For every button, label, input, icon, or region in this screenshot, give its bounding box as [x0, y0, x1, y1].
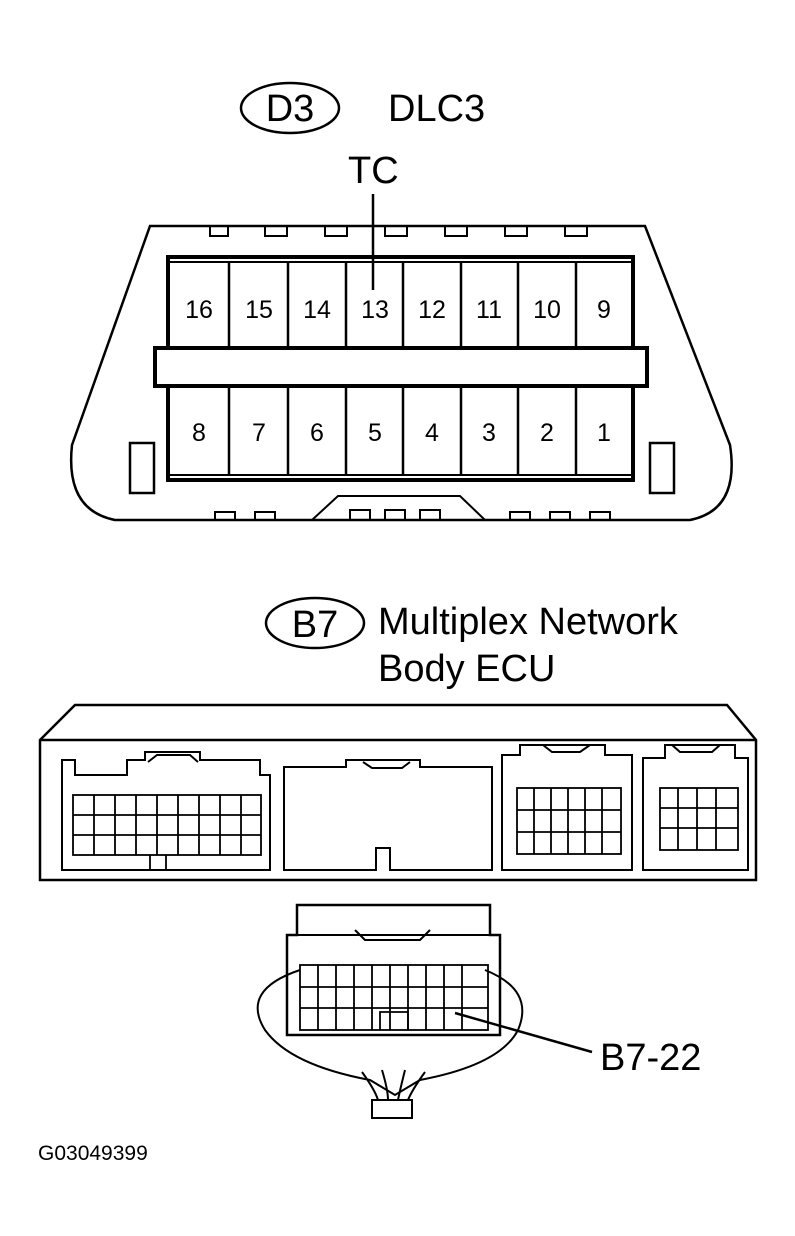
pin-11: 11 [476, 296, 502, 324]
pin-10: 10 [533, 296, 561, 324]
dlc3-top-separators [227, 262, 578, 348]
dlc3-header: D3 DLC3 TC [239, 81, 485, 290]
dlc3-bottom-separators [227, 386, 578, 475]
dlc3-name: DLC3 [388, 88, 485, 130]
tc-label: TC [348, 150, 399, 192]
dlc3-bottom-notches [214, 511, 611, 520]
harness-wire-boot [371, 1099, 413, 1119]
dlc3-badge-oval [239, 81, 341, 135]
ecu-header: B7 Multiplex Network Body ECU [264, 596, 679, 690]
ecu-badge: B7 [292, 604, 338, 646]
pin-12: 12 [418, 296, 446, 324]
ecu-connector-1-grid [72, 794, 262, 871]
harness-wires [361, 1069, 426, 1101]
pin-13: 13 [361, 296, 389, 324]
harness-connector-shell [285, 903, 502, 1037]
ecu-connector-1-outline [61, 751, 271, 871]
dlc3-left-latch [128, 441, 156, 495]
pin-7: 7 [252, 419, 266, 447]
ecu-connector-4-outline [642, 744, 749, 871]
ecu-connector-3-grid [516, 787, 622, 855]
pin-5: 5 [368, 419, 382, 447]
b7-22-leader-line [454, 1011, 593, 1054]
harness-connector-latch [297, 929, 490, 941]
pin-9: 9 [597, 296, 611, 324]
dlc3-connector: 16 15 14 13 12 11 10 9 8 7 6 5 4 3 2 1 [69, 224, 733, 522]
ecu-connector-4-latch [671, 744, 721, 753]
harness-connector-grid [299, 964, 489, 1031]
dlc3-housing [69, 224, 733, 522]
pin-15: 15 [245, 296, 273, 324]
ecu-badge-oval [264, 596, 366, 650]
ecu-case [38, 703, 758, 882]
pin-14: 14 [303, 296, 331, 324]
ecu-connector-2-latch [362, 761, 411, 769]
dlc3-right-latch [648, 441, 676, 495]
pin-8: 8 [192, 419, 206, 447]
ecu-connector-1-latch [147, 754, 199, 763]
ecu-connector-4-grid [659, 787, 739, 851]
pin-3: 3 [482, 419, 496, 447]
pin-16: 16 [185, 296, 213, 324]
pin-6: 6 [310, 419, 324, 447]
ecu-connector-3-latch [542, 744, 591, 753]
ecu-connector-2-outline [283, 759, 493, 871]
dlc3-center-divider [153, 346, 649, 388]
harness-connector [256, 903, 524, 1119]
figure-code: G03049399 [38, 1142, 148, 1165]
pin-4: 4 [425, 419, 439, 447]
ecu-name-line2: Body ECU [378, 648, 555, 690]
pin-1: 1 [597, 419, 611, 447]
pin-2: 2 [540, 419, 554, 447]
dlc3-badge: D3 [266, 88, 315, 130]
ecu-connector-3-outline [501, 744, 633, 871]
harness-wire-loop [256, 969, 524, 1097]
ecu-body [38, 703, 758, 882]
dlc3-top-notches [209, 226, 588, 237]
b7-22-label: B7-22 [600, 1037, 701, 1079]
ecu-name-line1: Multiplex Network [378, 601, 679, 643]
dlc3-key [311, 495, 486, 521]
